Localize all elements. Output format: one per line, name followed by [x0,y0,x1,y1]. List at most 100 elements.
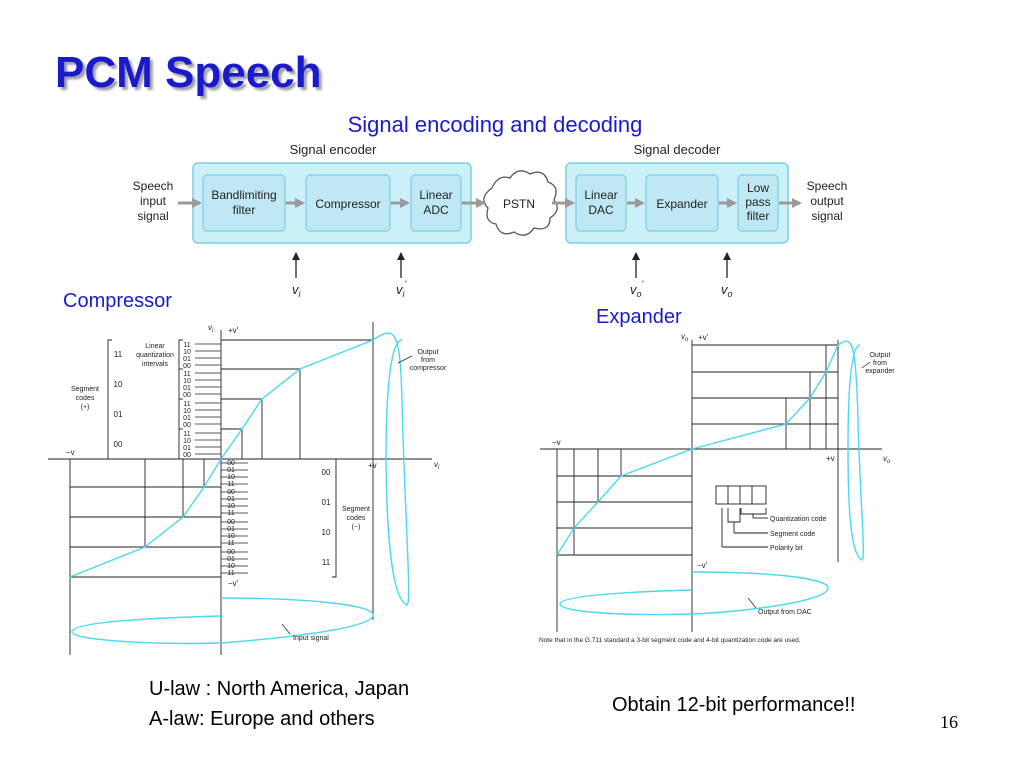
signal-vo-prime-sup: ' [642,279,644,289]
compressor-section-label: Compressor [63,290,172,312]
exp-axis-vo: v [681,332,686,341]
svg-text:01: 01 [227,467,235,474]
bandlimiting-filter-label-1: Bandlimiting [211,188,276,202]
svg-text:00: 00 [227,460,235,467]
signal-vi-sub: i [299,289,302,299]
exp-minus-v: −v [552,438,561,447]
exp-axis-right: v [883,454,888,463]
svg-text:10: 10 [183,349,191,356]
linear-adc-label-2: ADC [423,203,449,217]
speech-input-label-1: Speech [133,179,174,193]
svg-text:10: 10 [227,563,235,570]
svg-text:00: 00 [227,549,235,556]
slide-title: PCM Speech [55,48,322,97]
note-ulaw: U-law : North America, Japan [149,678,410,700]
signal-vi-prime-sup: ' [405,279,407,289]
comp-axis-vi-sub: i [212,328,214,334]
exp-segment-code-label: Segment code [770,531,815,538]
signal-vi-prime-sub: i [403,289,406,299]
note-alaw: A-law: Europe and others [149,708,375,730]
speech-output-label-1: Speech [807,179,848,193]
speech-output-label-2: output [810,194,844,208]
exp-plus-v-prime: +v' [698,333,709,342]
signal-vi: v [292,282,300,297]
svg-text:vi': vi' [396,279,407,299]
svg-text:vo: vo [721,282,733,299]
expander-dac-wave [559,571,829,616]
svg-text:10: 10 [183,438,191,445]
compressor-curve [69,339,374,578]
exp-polarity-bit-label: Polarity bit [770,545,803,552]
comp-plus-v: +v [368,461,377,470]
svg-text:00: 00 [183,422,191,429]
pstn-cloud [483,170,558,236]
svg-text:01: 01 [227,526,235,533]
speech-input-label-3: signal [137,209,168,223]
svg-text:10: 10 [183,378,191,385]
compressor-block-label: Compressor [315,197,380,211]
low-pass-filter-label-2: pass [745,195,770,209]
page-number: 16 [940,712,958,732]
exp-quantization-code-label: Quantization code [770,516,827,523]
exp-minus-v-prime: −v' [697,561,708,570]
bandlimiting-filter-block [202,174,286,232]
svg-text:11: 11 [227,570,234,577]
svg-text:vo: vo [681,332,689,343]
exp-axis-right-sub: o [887,459,891,465]
svg-text:00: 00 [227,489,235,496]
signal-vo: v [721,282,729,297]
comp-seg-minus-3: (−) [352,524,361,531]
compressor-output-wave [372,332,410,606]
svg-text:vi: vi [434,460,440,471]
signal-vo-prime: v [630,282,638,297]
expander-section-label: Expander [596,306,682,328]
comp-axis-right: v [434,460,439,469]
comp-axis-right-sub: i [438,465,440,471]
compressor-input-wave [71,597,374,645]
svg-text:11: 11 [183,342,190,349]
comp-plus-v-prime: +v' [228,326,239,335]
expander-block-label: Expander [656,197,707,211]
comp-input-signal-label: Input signal [293,635,329,642]
svg-text:11: 11 [183,431,190,438]
comp-output-label-3: compressor [410,365,447,372]
low-pass-filter-label-3: filter [747,209,770,223]
low-pass-filter-block [737,174,779,232]
expander-curve [556,344,839,556]
svg-text:00: 00 [183,363,191,370]
speech-output-label-3: signal [811,209,842,223]
comp-seg-minus-2: codes [347,515,366,522]
svg-text:01: 01 [183,415,191,422]
exp-axis-vo-sub: o [685,337,689,343]
comp-lower-seg-11: 11 [322,558,331,567]
comp-lqi-1: Linear [145,343,165,350]
svg-text:00: 00 [227,519,235,526]
comp-output-label-2: from [421,357,435,364]
linear-dac-block [575,174,627,232]
comp-minus-v-prime: −v' [228,579,239,588]
exp-output-label-1: Output [869,352,890,359]
exp-plus-v: +v [826,454,835,463]
signal-vi-prime: v [396,282,404,297]
signal-vo-prime-sub: o [637,289,642,299]
svg-text:10: 10 [183,408,191,415]
comp-lower-seg-10: 10 [322,528,331,537]
comp-lqi-2: quantization [136,352,174,359]
comp-lower-seg-01: 01 [322,498,331,507]
comp-upper-seg-00: 00 [114,440,123,449]
svg-text:vi: vi [292,282,302,299]
signal-vo-sub: o [728,289,733,299]
encoder-outer-box [192,162,472,244]
svg-text:10: 10 [227,474,235,481]
compressor-block [305,174,391,232]
encoder-title: Signal encoder [290,142,377,157]
svg-text:01: 01 [227,556,235,563]
svg-text:00: 00 [183,452,191,459]
exp-output-label-3: expander [865,368,895,375]
expander-output-wave [837,340,865,561]
svg-text:01: 01 [227,496,235,503]
comp-output-label-1: Output [417,349,438,356]
svg-text:vo: vo [883,454,891,465]
comp-upper-seg-01: 01 [114,410,123,419]
expander-block [645,174,719,232]
